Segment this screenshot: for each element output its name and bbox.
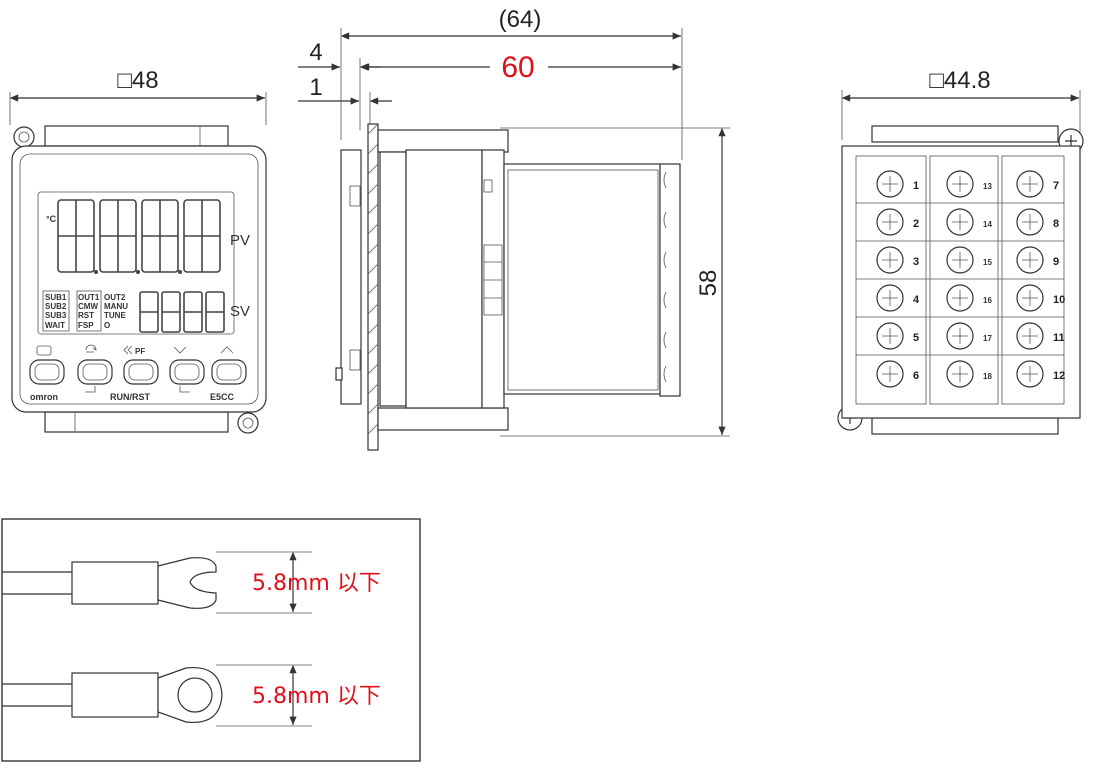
mode-button[interactable] [77,359,113,385]
status-out2: OUT2 [104,293,126,302]
front-view: □48 °C [9,67,267,434]
status-sub2: SUB2 [45,302,67,311]
model-label: E5CC [210,392,235,402]
ring-terminal-note: 5.8mm 以下 [252,684,381,709]
rear-view: □44.8 [837,67,1084,435]
status-rst: RST [78,311,94,320]
pf-key-label: PF [135,347,145,356]
status-sub1: SUB1 [45,293,67,302]
status-tune: TUNE [104,311,126,320]
terminal-numbers: 1 2 3 4 5 6 13 14 15 16 17 18 7 8 9 10 1… [913,180,1065,382]
terminal-14: 14 [983,220,992,229]
bezel-label: 1 [309,74,322,101]
status-wait: WAIT [45,321,65,330]
depth-label: 60 [501,51,534,84]
terminal-8: 8 [1053,218,1059,230]
terminal-18: 18 [983,372,992,381]
height-label: 58 [695,270,722,297]
run-rst-label: RUN/RST [110,392,151,402]
terminal-3: 3 [913,256,919,268]
level-key-icon [36,345,52,356]
terminal-4: 4 [913,294,920,306]
terminal-screws [876,170,1044,388]
terminal-6: 6 [913,370,919,382]
terminal-11: 11 [1053,332,1065,344]
terminal-7: 7 [1053,180,1059,192]
fork-terminal-icon [2,557,217,609]
up-button[interactable] [211,359,247,385]
terminal-2: 2 [913,218,919,230]
down-button[interactable] [169,359,205,385]
panel-thickness-label: 4 [309,39,322,66]
status-indicators: SUB1 SUB2 SUB3 WAIT OUT1 CMW RST FSP OUT… [42,290,128,332]
fork-terminal-note: 5.8mm 以下 [252,571,381,596]
brand-label: omron [30,392,58,402]
terminal-1: 1 [913,180,919,192]
status-cmw: CMW [78,302,98,311]
rear-width-label: □44.8 [929,67,990,94]
pf-button[interactable] [123,359,159,385]
sv-label: SV [230,303,250,320]
terminal-15: 15 [983,258,992,267]
status-out1: OUT1 [78,293,100,302]
terminal-12: 12 [1053,370,1065,382]
level-button[interactable] [29,359,65,385]
pv-digits [57,199,221,274]
side-view: (64) 60 4 1 58 [298,6,730,451]
down-key-icon [173,346,187,354]
front-buttons [29,359,247,385]
sv-digits [139,291,225,333]
pf-key-icon [123,345,133,355]
mode-key-icon [85,344,97,353]
terminal-17: 17 [983,334,992,343]
terminal-5: 5 [913,332,919,344]
status-manu: MANU [104,302,128,311]
terminal-16: 16 [983,296,992,305]
status-sub3: SUB3 [45,311,67,320]
status-fsp: FSP [78,321,94,330]
terminal-10: 10 [1053,294,1065,306]
up-key-icon [220,346,234,354]
status-key: O [104,321,110,330]
key-icons: PF [36,344,234,356]
pv-label: PV [230,232,250,249]
crimp-terminal-box: 5.8mm 以下 5.8mm 以下 [1,518,421,762]
ring-terminal-icon [2,666,223,724]
overall-length-label: (64) [499,6,542,33]
terminal-9: 9 [1053,256,1059,268]
terminal-13: 13 [983,182,992,191]
unit-glyph: °C [46,214,57,224]
front-width-label: □48 [117,67,158,94]
